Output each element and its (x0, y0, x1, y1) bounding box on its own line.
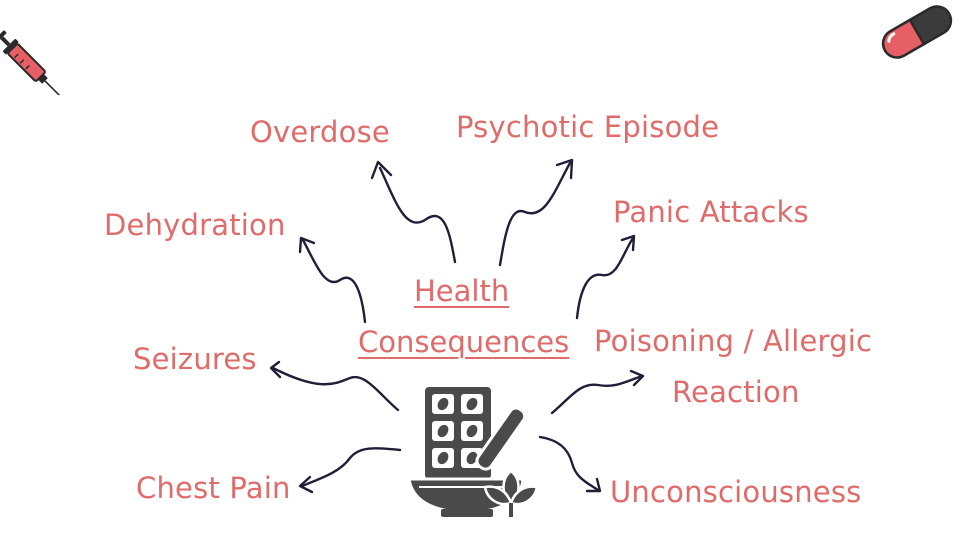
arrow-overdose (370, 160, 457, 264)
arrow-psychotic-episode (498, 158, 574, 267)
center-title-line2: Consequences (358, 325, 570, 359)
arrow-poisoning (550, 369, 645, 415)
label-seizures: Seizures (133, 342, 257, 376)
label-overdose: Overdose (250, 115, 390, 149)
pills-mortar-pestle-icon (407, 387, 539, 517)
label-dehydration: Dehydration (104, 208, 286, 242)
label-unconsciousness: Unconsciousness (610, 475, 862, 509)
label-panic-attacks: Panic Attacks (613, 195, 809, 229)
label-poisoning-line1: Poisoning / Allergic (594, 324, 873, 358)
label-poisoning-line2: Reaction (672, 375, 800, 409)
label-psychotic-episode: Psychotic Episode (456, 110, 720, 144)
arrow-chest-pain (298, 447, 402, 494)
arrow-dehydration (298, 236, 367, 324)
arrow-panic-attacks (575, 234, 636, 320)
arrow-unconsciousness (538, 435, 602, 493)
arrow-seizures (269, 360, 400, 412)
syringe-icon (0, 30, 62, 95)
label-chest-pain: Chest Pain (136, 471, 291, 505)
center-title-line1: Health (414, 274, 510, 308)
capsule-pill-icon (881, 5, 953, 59)
